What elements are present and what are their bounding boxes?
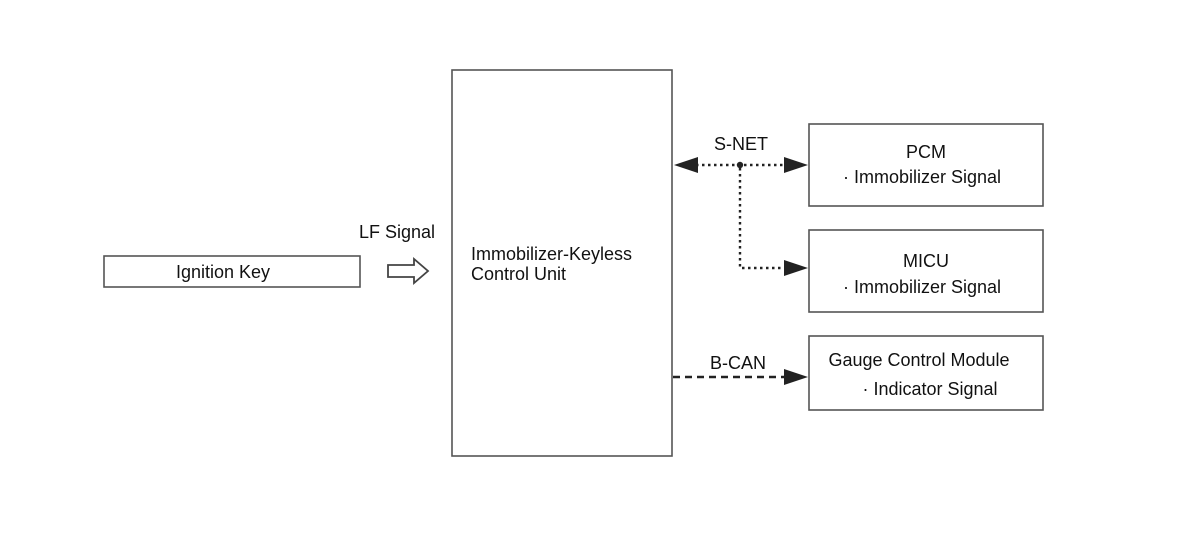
s-net-connector [674,157,808,173]
s-net-arrowhead-left [674,157,698,173]
ignition-key-box: Ignition Key [103,255,361,288]
micu-box: MICU · Immobilizer Signal [808,229,1044,313]
b-can-arrowhead [784,369,808,385]
gauge-detail: · Indicator Signal [862,379,997,399]
control-unit-box: Immobilizer-Keyless Control Unit [451,69,673,457]
s-net-label: S-NET [714,134,768,154]
pcm-detail: · Immobilizer Signal [843,167,1001,187]
s-net-branch-connector [738,168,808,276]
pcm-title: PCM [906,142,946,162]
s-net-arrowhead-right [784,157,808,173]
control-unit-label-line1: Immobilizer-Keyless [471,244,632,264]
b-can-label: B-CAN [710,353,766,373]
s-net-branch-arrowhead [784,260,808,276]
s-net-junction-dot [736,161,744,169]
micu-title: MICU [903,251,949,271]
micu-detail: · Immobilizer Signal [843,277,1001,297]
gauge-title: Gauge Control Module [828,350,1009,370]
gauge-control-module-box: Gauge Control Module · Indicator Signal [808,335,1044,411]
ignition-key-label: Ignition Key [176,262,270,282]
s-net-branch-line [738,168,786,270]
control-unit-label-line2: Control Unit [471,264,566,284]
lf-signal-label: LF Signal [359,222,435,242]
lf-signal-arrow [387,257,430,285]
pcm-box: PCM · Immobilizer Signal [808,123,1044,207]
b-can-connector [673,369,808,385]
